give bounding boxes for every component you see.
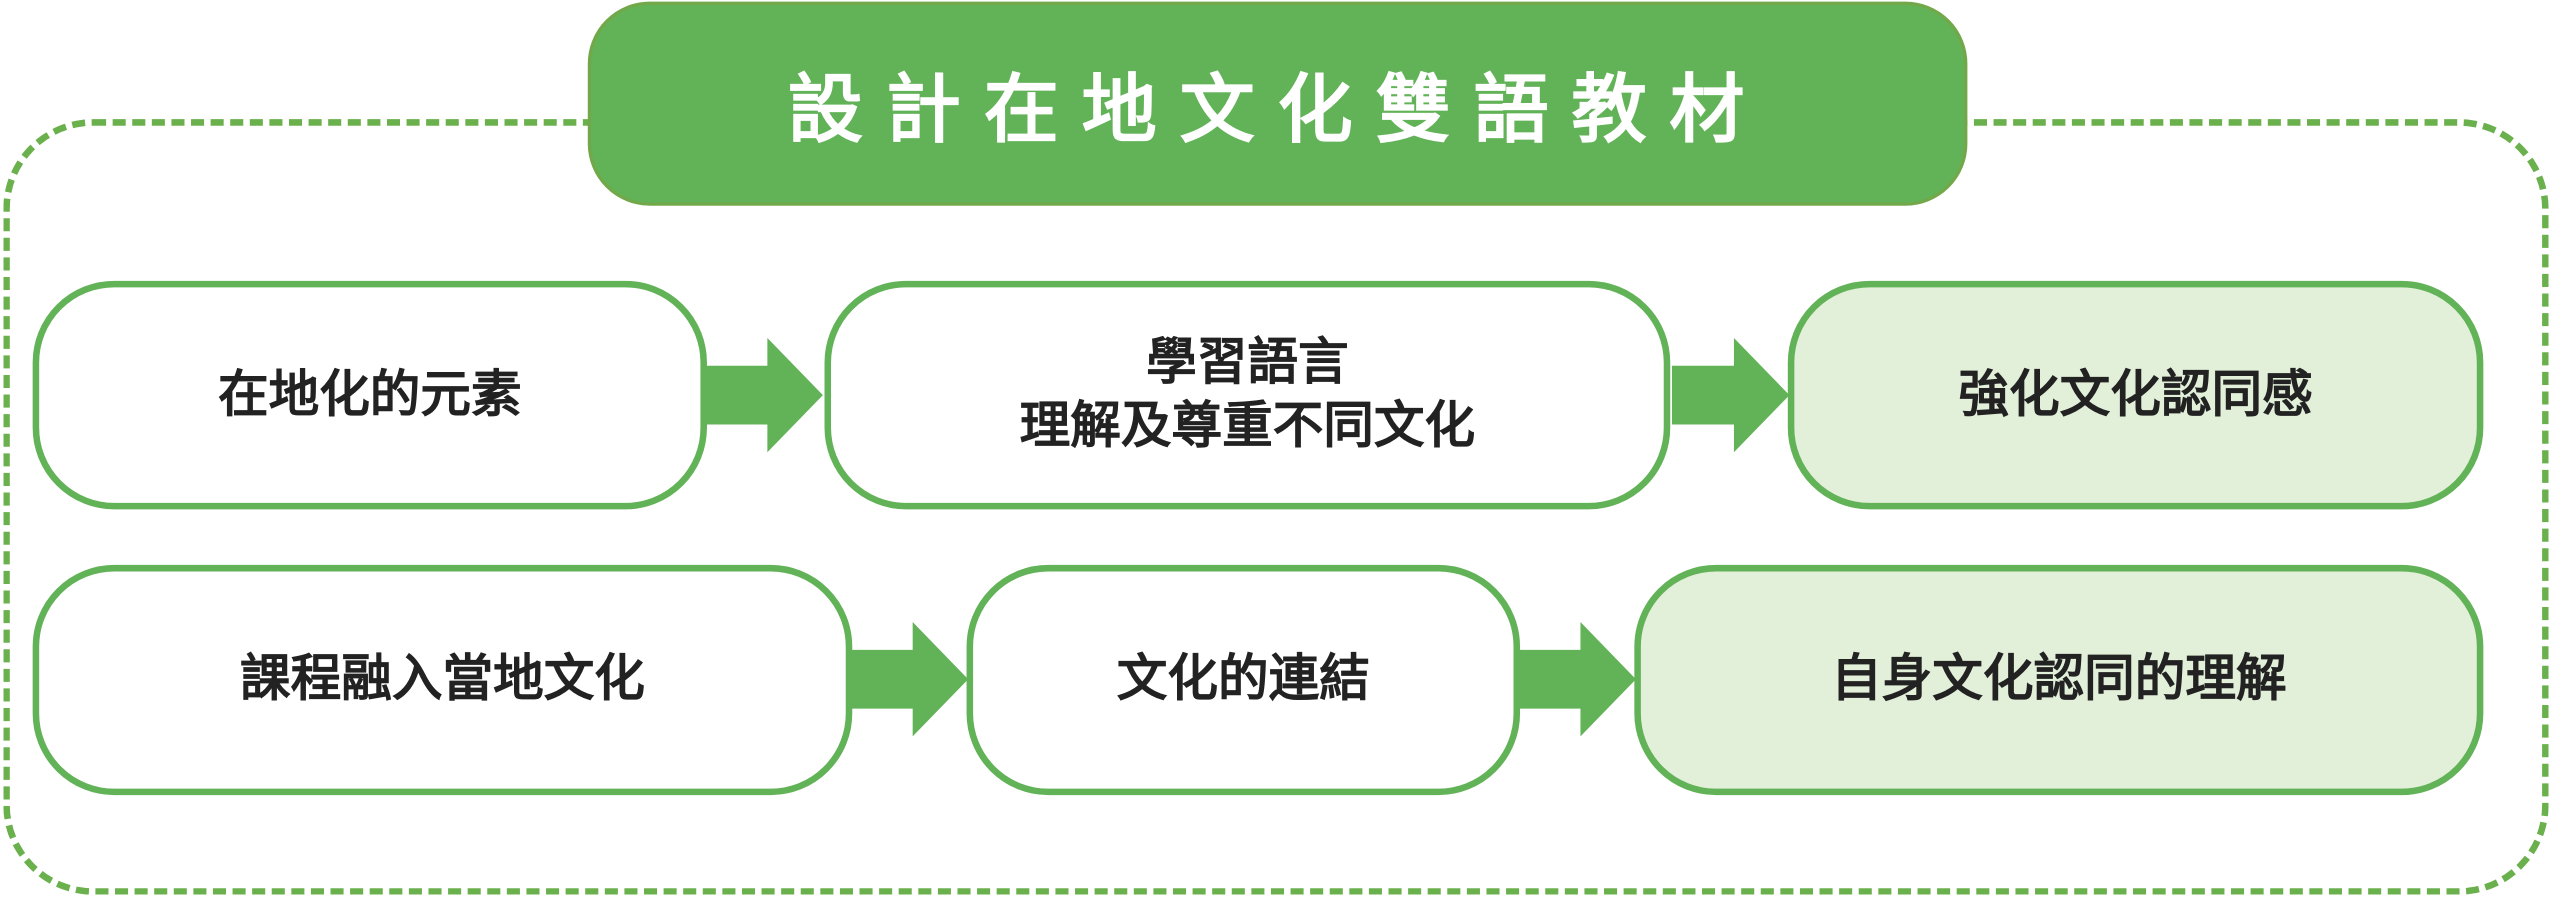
box-label: 在地化的元素 <box>217 365 522 424</box>
box-local-elements: 在地化的元素 <box>32 280 707 510</box>
arrow-right-icon <box>1671 337 1790 453</box>
box-label: 自身文化認同的理解 <box>1831 650 2287 709</box>
box-label: 理解及尊重不同文化 <box>1019 396 1476 456</box>
arrow-right-icon <box>850 622 969 737</box>
box-integrate-culture: 課程融入當地文化 <box>32 564 853 796</box>
box-label: 強化文化認同感 <box>1958 365 2313 424</box>
title-banner: 設計在地文化雙語教材 <box>587 1 1968 206</box>
box-label: 課程融入當地文化 <box>240 650 645 709</box>
box-cultural-connection: 文化的連結 <box>966 564 1521 796</box>
box-label: 文化的連結 <box>1116 650 1370 709</box>
box-learn-language: 學習語言 理解及尊重不同文化 <box>824 280 1671 510</box>
box-self-identity: 自身文化認同的理解 <box>1634 564 2484 796</box>
box-strengthen-identity: 強化文化認同感 <box>1787 280 2484 510</box>
box-label: 學習語言 <box>1146 333 1349 393</box>
arrow-right-icon <box>705 337 823 453</box>
arrow-right-icon <box>1518 622 1636 737</box>
